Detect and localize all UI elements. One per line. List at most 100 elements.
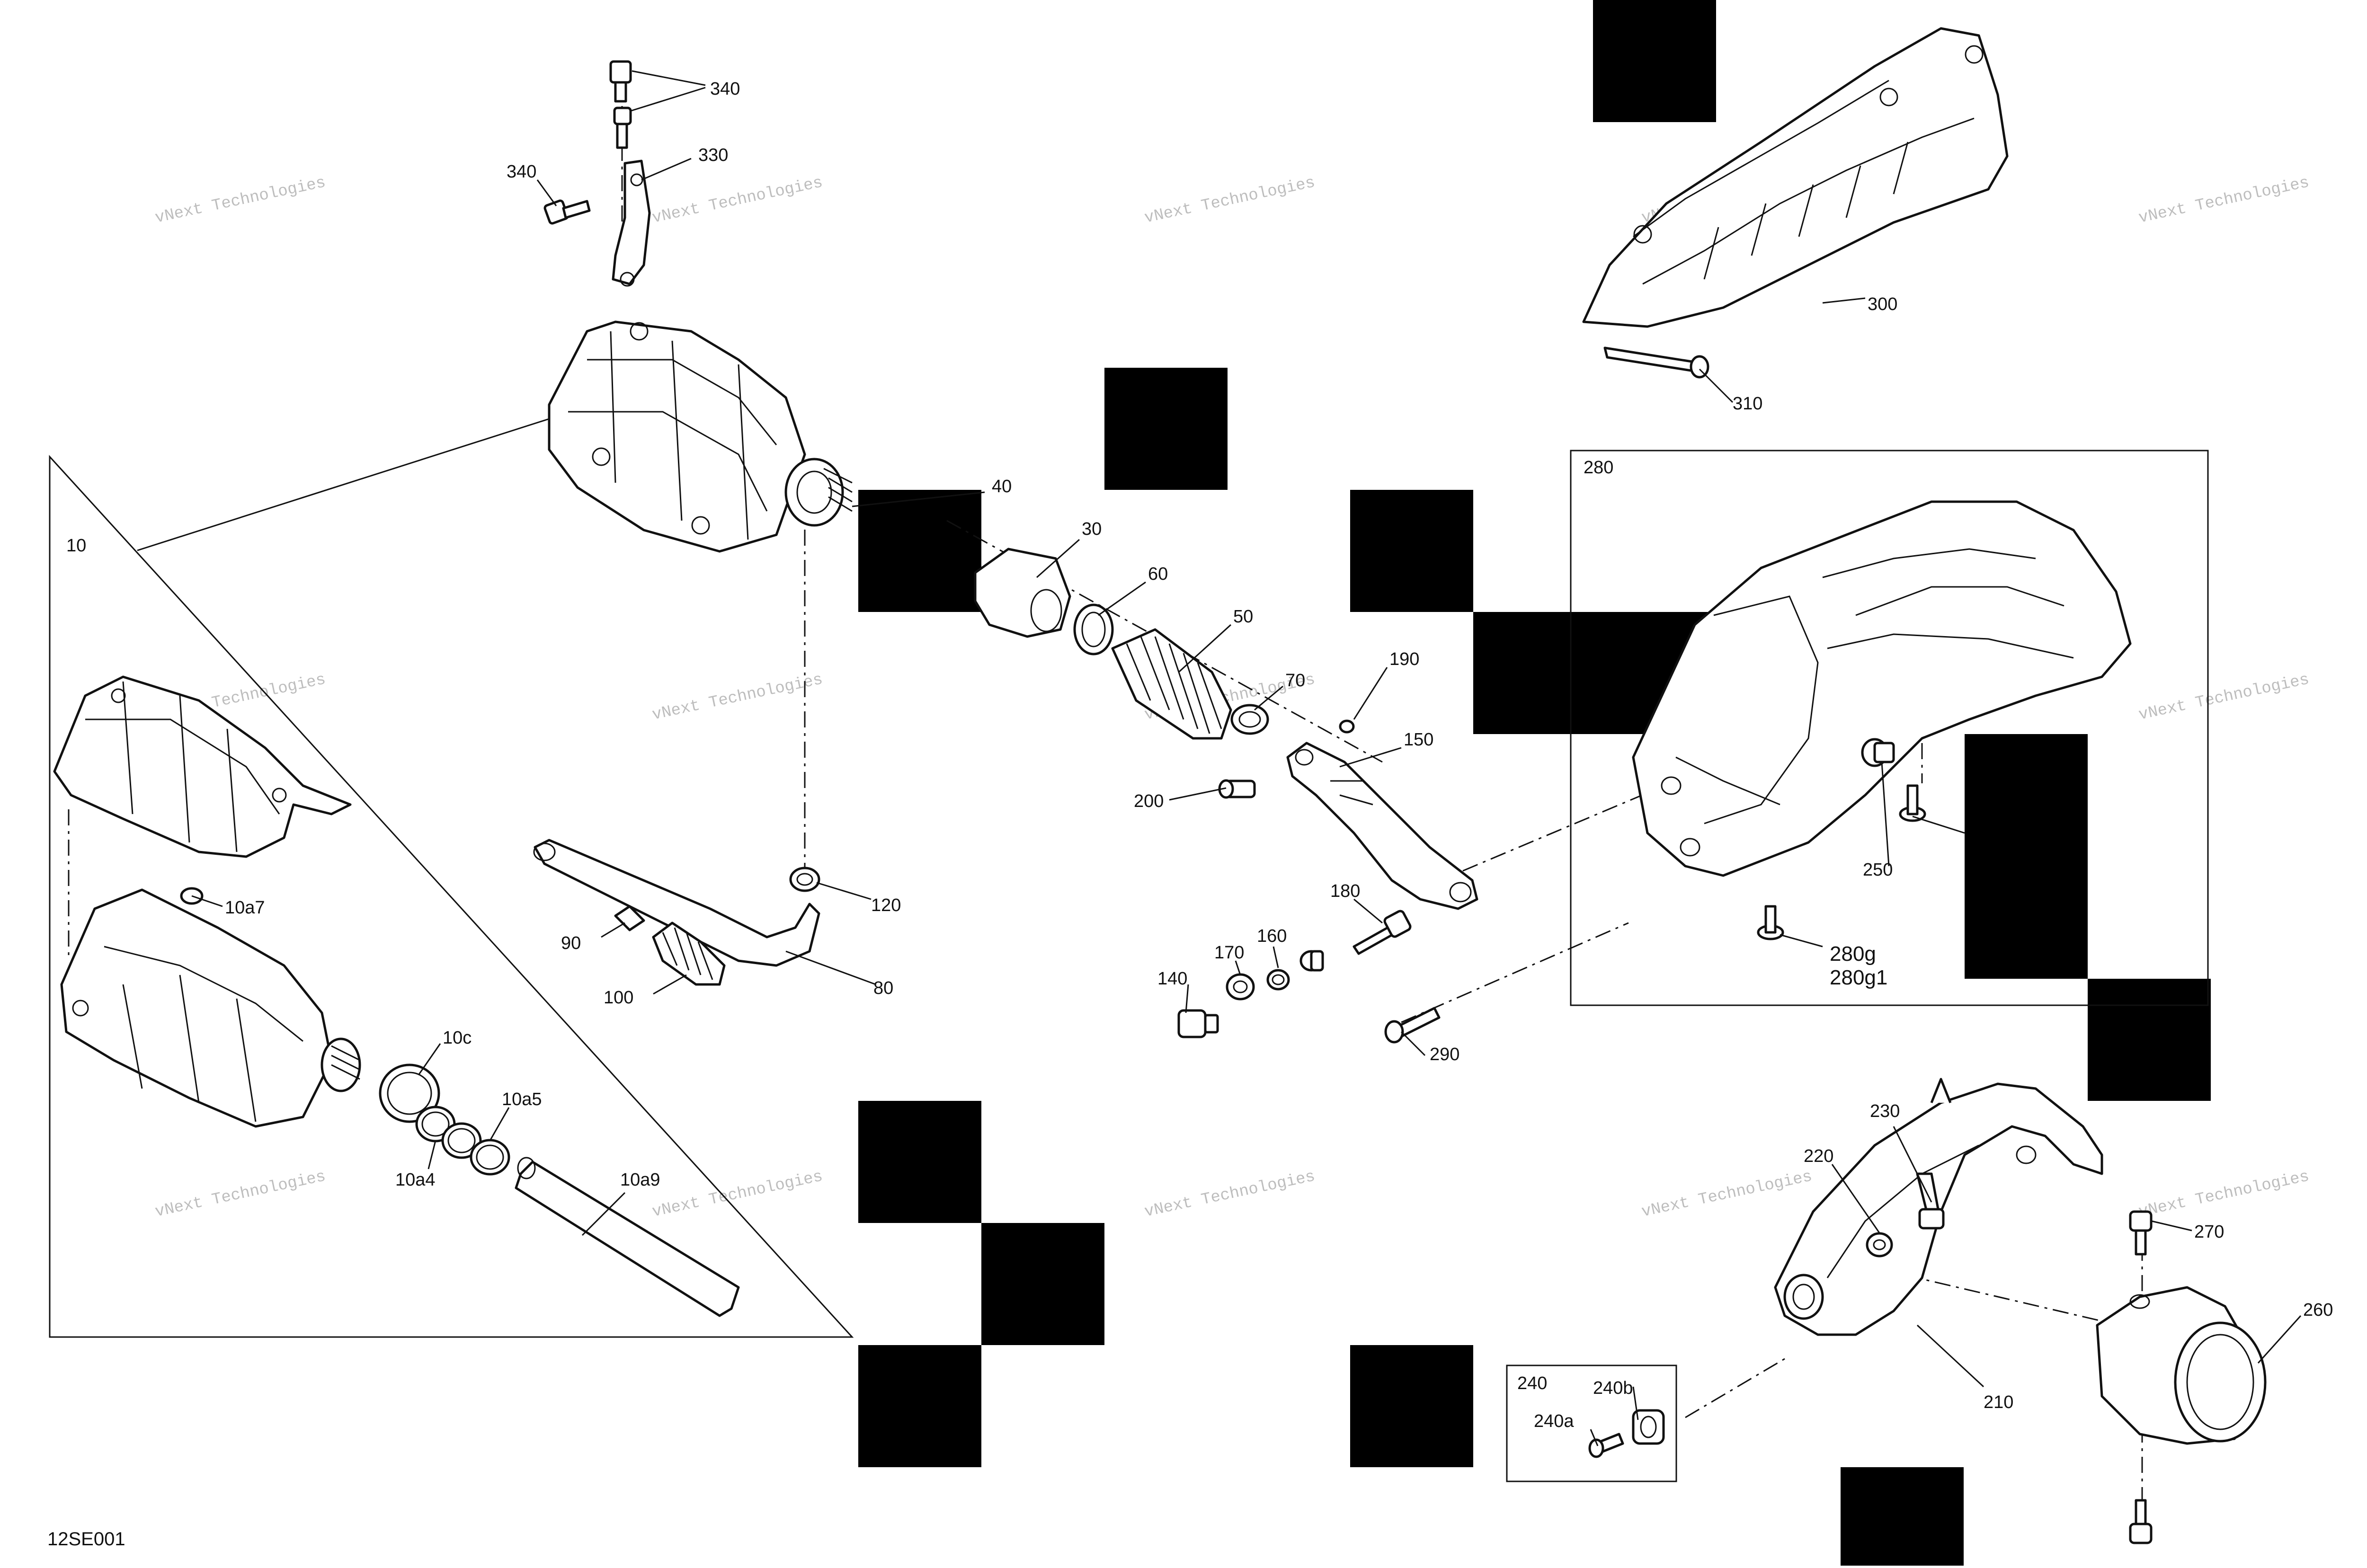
watermark-text: vNext Technologies: [650, 1168, 824, 1222]
label-150: 150: [1404, 730, 1433, 750]
screw-290[interactable]: [1384, 1007, 1441, 1044]
watermark-text: vNext Technologies: [153, 1168, 327, 1222]
nozzle-260[interactable]: [2096, 1286, 2267, 1445]
bolt-180[interactable]: [1353, 910, 1412, 955]
label-200: 200: [1134, 791, 1164, 811]
leader-lines: [191, 70, 2302, 1446]
detail-callout-line: [137, 418, 550, 551]
label-240: 240: [1517, 1373, 1547, 1393]
watermark-text: vNext Technologies: [1143, 174, 1317, 228]
redaction-block: [1104, 368, 1228, 490]
label-240b: 240b: [1593, 1378, 1633, 1398]
redaction-block: [858, 490, 981, 612]
bolt-270-bottom[interactable]: [2129, 1499, 2153, 1544]
watermark-text: vNext Technologies: [1640, 1168, 1814, 1222]
label-280g1: 280g1: [1830, 966, 1887, 989]
gear-housing-10[interactable]: [60, 888, 361, 1128]
boot-100[interactable]: [652, 921, 726, 986]
label-10a5: 10a5: [502, 1090, 542, 1109]
redaction-block: [858, 1345, 981, 1467]
ring-160[interactable]: [1266, 969, 1290, 991]
redaction-block: [2088, 979, 2211, 1101]
label-160: 160: [1257, 926, 1287, 946]
oring-10a5[interactable]: [470, 1139, 510, 1176]
redaction-block: [858, 1101, 981, 1223]
watermark-text: vNext Technologies: [1143, 1168, 1317, 1222]
callout-labels: 340 340 330 10 40 30 60 50 70 190 150 20…: [66, 79, 2333, 1431]
watermark-text: vNext Technologies: [2137, 174, 2311, 228]
detail-frame-240: [1506, 1364, 1677, 1482]
label-330: 330: [698, 145, 728, 165]
oring-10a4-b[interactable]: [441, 1122, 482, 1159]
label-120: 120: [871, 895, 901, 915]
label-190: 190: [1389, 649, 1419, 669]
watermark-text: vNext Technologies: [153, 174, 327, 228]
detail-frame-10: [49, 455, 854, 1338]
label-340-left: 340: [507, 162, 536, 182]
coupler-30[interactable]: [974, 548, 1071, 638]
label-210: 210: [1984, 1392, 2013, 1412]
plug-250[interactable]: [1861, 738, 1895, 767]
detail-frame-280: [1570, 450, 2209, 1006]
clip-120[interactable]: [789, 867, 820, 892]
label-310: 310: [1733, 394, 1762, 414]
label-10a9: 10a9: [620, 1170, 660, 1190]
label-10a4: 10a4: [395, 1170, 436, 1190]
redaction-block: [1350, 1345, 1473, 1467]
redaction-block: [1593, 0, 1716, 122]
label-10: 10: [66, 536, 86, 556]
bolt-340-top[interactable]: [609, 60, 632, 103]
supercharger-housing[interactable]: [548, 320, 853, 553]
screw-250b[interactable]: [1899, 784, 1926, 822]
redaction-blocks: [858, 0, 2211, 1566]
label-280: 280: [1584, 458, 1613, 478]
figure-code: 12SE001: [47, 1529, 125, 1550]
redaction-block: [981, 1223, 1104, 1345]
label-170: 170: [1214, 943, 1244, 963]
bolt-240a[interactable]: [1588, 1433, 1624, 1458]
label-290: 290: [1430, 1045, 1459, 1064]
label-260: 260: [2303, 1300, 2333, 1320]
lever-150[interactable]: [1286, 742, 1478, 910]
label-80: 80: [873, 978, 893, 998]
nut-220[interactable]: [1866, 1232, 1893, 1258]
label-10a7: 10a7: [225, 898, 265, 918]
label-40: 40: [992, 477, 1012, 496]
gasket-10c[interactable]: [379, 1063, 440, 1123]
watermark-text: vNext Technologies: [650, 671, 824, 725]
bolt-270-top[interactable]: [2129, 1210, 2153, 1256]
bolt-340-middle[interactable]: [613, 106, 632, 149]
label-280g: 280g: [1830, 942, 1876, 966]
screw-280g[interactable]: [1757, 905, 1784, 940]
intake-housing-280[interactable]: [1632, 500, 2132, 877]
label-240a: 240a: [1534, 1411, 1574, 1431]
bracket-330[interactable]: [612, 159, 651, 287]
label-220: 220: [1804, 1146, 1833, 1166]
bellows-50[interactable]: [1111, 628, 1232, 740]
label-250: 250: [1863, 860, 1893, 880]
washer-170[interactable]: [1226, 973, 1255, 1001]
nut-140[interactable]: [1177, 1009, 1219, 1038]
label-180: 180: [1330, 881, 1360, 901]
label-100: 100: [604, 988, 633, 1008]
nut-160-washer[interactable]: [1299, 950, 1324, 972]
bolt-340-left[interactable]: [543, 199, 591, 225]
clamp-70[interactable]: [1230, 704, 1269, 735]
shaft-10a9[interactable]: [515, 1157, 740, 1317]
label-70: 70: [1285, 671, 1305, 691]
bushing-240b[interactable]: [1632, 1409, 1665, 1445]
label-90: 90: [561, 933, 581, 953]
spring-90[interactable]: [614, 905, 645, 931]
label-50: 50: [1233, 607, 1253, 627]
label-10c: 10c: [443, 1028, 472, 1048]
heat-shield-300[interactable]: [1582, 27, 2009, 328]
pin-200[interactable]: [1218, 779, 1256, 799]
screw-190[interactable]: [1339, 719, 1355, 734]
redaction-block: [1350, 490, 1473, 612]
ring-60[interactable]: [1073, 603, 1114, 656]
label-270: 270: [2194, 1222, 2224, 1242]
gear-cover-10[interactable]: [53, 675, 352, 858]
bolt-310[interactable]: [1603, 346, 1709, 379]
